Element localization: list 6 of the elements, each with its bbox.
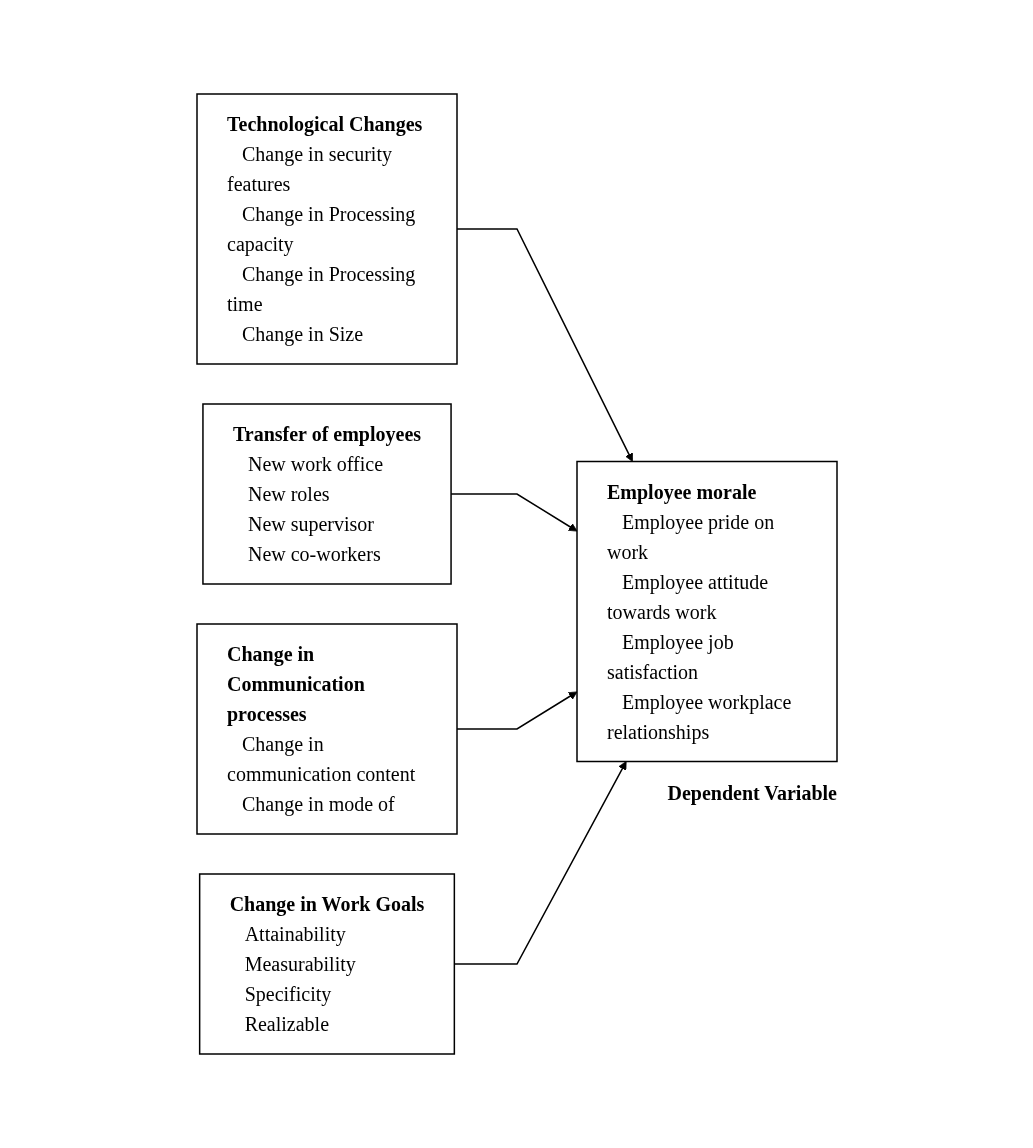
node-box: Technological Changes Change in security features Change in Processing capacity Change in Processing time Change in Size	[195, 93, 458, 365]
node-box: Employee morale Employee pride on work Employee attitude towards work Employee job satisfaction Employee workplace relationships	[575, 460, 838, 763]
node-box: Change in Work Goals Attainability Measurability Specificity Realizable	[198, 873, 455, 1055]
arrow	[453, 761, 627, 965]
node-box: Change in Communication processes Change in communication content Change in mode of	[195, 623, 458, 835]
node-box: Transfer of employees New work office New roles New supervisor New co-workers	[201, 403, 452, 585]
